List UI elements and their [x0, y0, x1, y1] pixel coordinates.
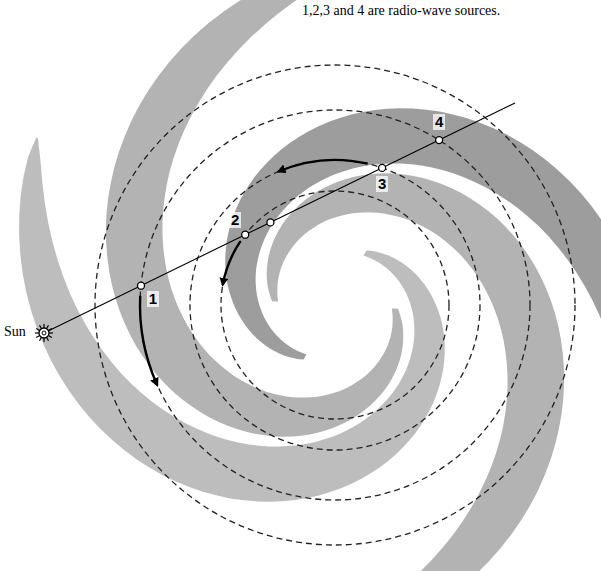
source-points — [138, 137, 443, 290]
callout-number: 4 — [433, 114, 445, 130]
source-point — [267, 219, 274, 226]
spiral-arm — [19, 137, 445, 501]
sun-label: Sun — [4, 324, 26, 340]
note-text: 1,2,3 and 4 are radio-wave sources. — [302, 3, 500, 19]
source-point — [138, 282, 145, 289]
sun-core — [42, 331, 46, 335]
orbit-circle — [190, 160, 480, 450]
orbit-circle — [140, 110, 530, 500]
orbit-circles — [95, 65, 575, 545]
source-point — [379, 164, 386, 171]
spiral-arms — [19, 0, 601, 571]
orbit-circle — [221, 191, 449, 419]
callout-number: 3 — [376, 176, 388, 192]
rotation-arrows — [140, 160, 368, 385]
source-point — [242, 231, 249, 238]
orbit-circle — [95, 65, 575, 545]
source-point — [436, 137, 443, 144]
rotation-arrow — [223, 241, 241, 285]
callout-number: 2 — [229, 212, 241, 228]
line-of-sight — [44, 103, 515, 333]
rotation-arrow — [278, 160, 367, 172]
sun-symbol — [35, 324, 53, 342]
callout-number: 1 — [147, 291, 159, 307]
rotation-arrow — [140, 296, 157, 386]
sun-disc — [39, 328, 49, 338]
